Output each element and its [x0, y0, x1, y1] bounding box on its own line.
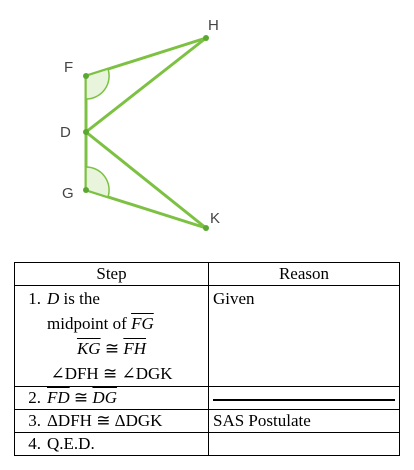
point-F [83, 73, 89, 79]
reason-1: Given [208, 285, 400, 387]
proof-row-1: 1. D is the midpoint of FG KG ≅ FH ∠DFH ≅… [14, 285, 400, 387]
proof-row-3: 3. ΔDFH ≅ ΔDGK SAS Postulate [14, 409, 400, 433]
reason-4 [208, 432, 400, 456]
point-G [83, 187, 89, 193]
point-K [203, 225, 209, 231]
statement-3-text: ΔDFH ≅ ΔDGK [47, 411, 163, 430]
label-F: F [64, 59, 73, 76]
proof-row-4: 4. Q.E.D. [14, 432, 400, 456]
statement-1-line-1: D is the [47, 289, 100, 308]
segment-DH [84, 36, 208, 134]
label-H: H [208, 17, 219, 34]
statement-1: 1. D is the midpoint of FG KG ≅ FH ∠DFH ≅… [14, 285, 209, 387]
step-header: Step [14, 262, 209, 286]
step-number-1: 1. [28, 289, 41, 308]
proof-header-row: Step Reason [14, 262, 400, 286]
step-number-2: 2. [28, 388, 41, 407]
angle-arc-G [85, 166, 110, 198]
angle-arc-F [85, 68, 110, 100]
label-G: G [62, 185, 74, 202]
statement-4: 4. Q.E.D. [14, 432, 209, 456]
kite-figure: H F D G K [60, 17, 220, 231]
statement-3: 3. ΔDFH ≅ ΔDGK [14, 409, 209, 433]
statement-1-line-4: ∠DFH ≅ ∠DGK [50, 364, 173, 383]
point-H [203, 35, 209, 41]
statement-4-text: Q.E.D. [47, 434, 95, 453]
reason-3: SAS Postulate [208, 409, 400, 433]
step-number-3: 3. [28, 411, 41, 430]
label-K: K [210, 210, 220, 227]
label-D: D [60, 124, 71, 141]
point-D [83, 129, 89, 135]
statement-2-text: FD ≅ DG [47, 388, 117, 407]
statement-1-line-2: midpoint of FG [47, 314, 154, 333]
statement-1-line-3: KG ≅ FH [76, 339, 147, 358]
step-number-4: 4. [28, 434, 41, 453]
proof-row-2: 2. FD ≅ DG [14, 386, 400, 410]
segment-DK [84, 130, 208, 230]
reason-2-answer-line [213, 387, 395, 401]
statement-2: 2. FD ≅ DG [14, 386, 209, 410]
reason-header: Reason [208, 262, 400, 286]
proof-table: Step Reason 1. D is the midpoint of FG KG… [14, 262, 400, 456]
reason-2-blank [208, 386, 400, 410]
